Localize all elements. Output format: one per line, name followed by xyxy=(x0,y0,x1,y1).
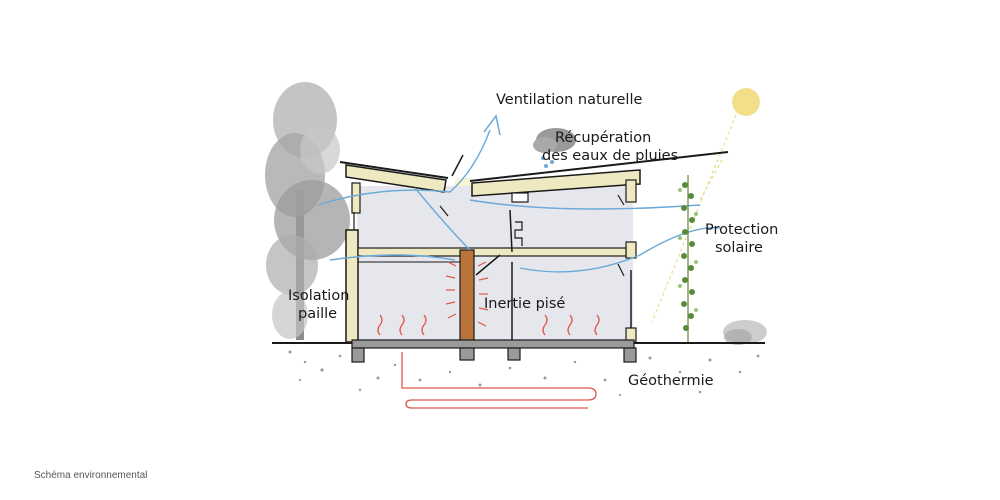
geothermal-loop xyxy=(401,352,597,409)
heat-radiation xyxy=(445,261,489,327)
house-section xyxy=(339,151,729,363)
tree-icon xyxy=(265,82,350,340)
floor-heat-waves xyxy=(377,314,600,336)
label-recuperation-1: Récupération xyxy=(555,130,651,146)
sun-icon xyxy=(732,88,760,116)
label-isolation-1: Isolation xyxy=(288,288,349,304)
label-geothermie: Géothermie xyxy=(628,373,714,389)
figure-caption: Schéma environnemental xyxy=(34,470,148,481)
rain-cloud-icon xyxy=(533,128,576,168)
climbing-plant-icon xyxy=(678,175,698,342)
label-protection-2: solaire xyxy=(715,240,763,256)
label-protection-1: Protection xyxy=(705,222,778,238)
bush-icon xyxy=(723,320,767,345)
label-isolation-2: paille xyxy=(298,306,337,322)
air-flow xyxy=(317,129,721,273)
sun-ray xyxy=(651,114,737,323)
ventilation-arrow-icon xyxy=(483,114,501,136)
rammed-earth-wall xyxy=(459,249,475,343)
label-recuperation-2: des eaux de pluies xyxy=(542,148,678,164)
label-inertie: Inertie pisé xyxy=(484,296,565,312)
label-ventilation: Ventilation naturelle xyxy=(496,92,642,108)
gravel-texture xyxy=(288,350,760,397)
